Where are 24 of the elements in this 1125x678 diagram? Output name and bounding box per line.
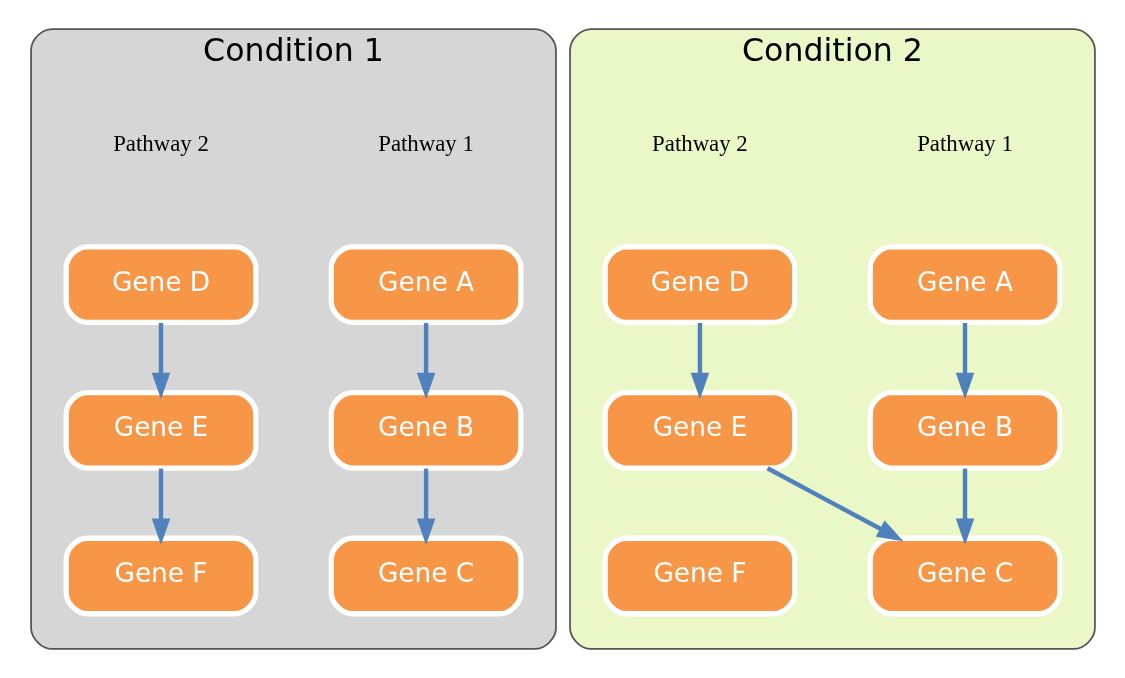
arrow xyxy=(416,322,435,400)
node-box: Gene F xyxy=(602,535,797,617)
node-box: Gene D xyxy=(602,244,797,325)
arrow xyxy=(765,466,903,542)
node-box: Gene D xyxy=(63,244,258,325)
node-box: Gene C xyxy=(867,535,1062,617)
arrow xyxy=(690,322,709,400)
arrow xyxy=(955,322,974,400)
arrow xyxy=(955,468,974,545)
node-box: Gene C xyxy=(328,535,523,617)
node-text: Pathway 1 xyxy=(916,130,1013,156)
arrow xyxy=(151,468,170,545)
node-text: Pathway 1 xyxy=(377,130,474,156)
node-box: Gene E xyxy=(63,389,258,471)
arrow xyxy=(151,322,170,400)
node-text: Pathway 2 xyxy=(112,130,209,156)
node-box: Gene F xyxy=(63,535,258,617)
arrow xyxy=(416,468,435,545)
node-box: Gene A xyxy=(328,244,523,325)
node-box: Gene B xyxy=(867,389,1062,471)
node-box: Gene B xyxy=(328,389,523,471)
node-text: Pathway 2 xyxy=(651,130,748,156)
node-box: Gene E xyxy=(602,389,797,471)
node-box: Gene A xyxy=(867,244,1062,325)
